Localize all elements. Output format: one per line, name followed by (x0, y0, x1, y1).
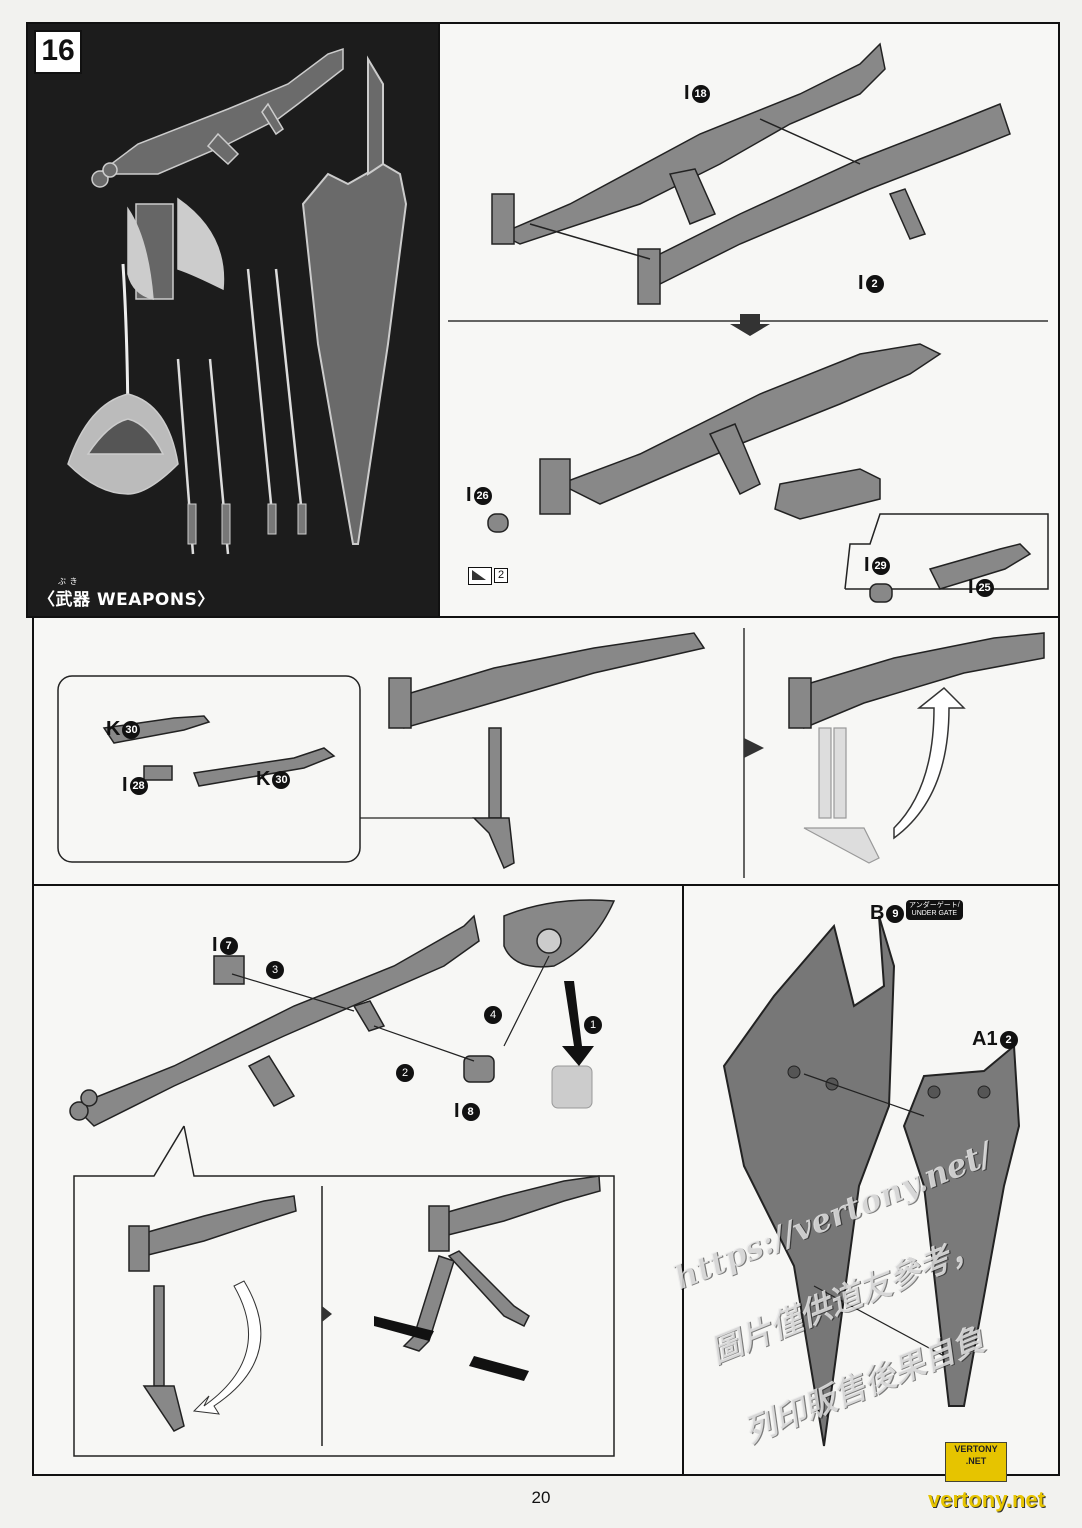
order-mark-1: 1 (584, 1016, 602, 1034)
order-mark-2: 2 (396, 1064, 414, 1082)
weapons-text: 〈武器 WEAPONS〉 (38, 590, 215, 610)
bipod-illustration (57, 628, 1045, 878)
weapons-ruby: ぶ き (58, 577, 79, 586)
logo-url: vertony.net (928, 1487, 1045, 1512)
page-number: 20 (531, 1488, 551, 1507)
weapons-overview-panel: 16 (26, 22, 440, 618)
sprue-tag (468, 567, 492, 585)
rifle-assembly-illustration (448, 42, 1049, 603)
hand-grip-illustration (69, 899, 616, 1457)
under-gate-badge: アンダーゲート/ UNDER GATE (906, 900, 963, 920)
shield-assembly-illustration (722, 915, 1021, 1447)
sprue-count: 2 (494, 568, 508, 583)
order-mark-3: 3 (266, 961, 284, 979)
step-number: 16 (34, 30, 82, 74)
weapons-label: ぶ き 〈武器 WEAPONS〉 (38, 577, 215, 610)
order-mark-4: 4 (484, 1006, 502, 1024)
weapons-illustration (67, 47, 408, 555)
cut-icon (472, 570, 486, 580)
vertony-logo: VERTONY .NET (945, 1442, 1007, 1482)
